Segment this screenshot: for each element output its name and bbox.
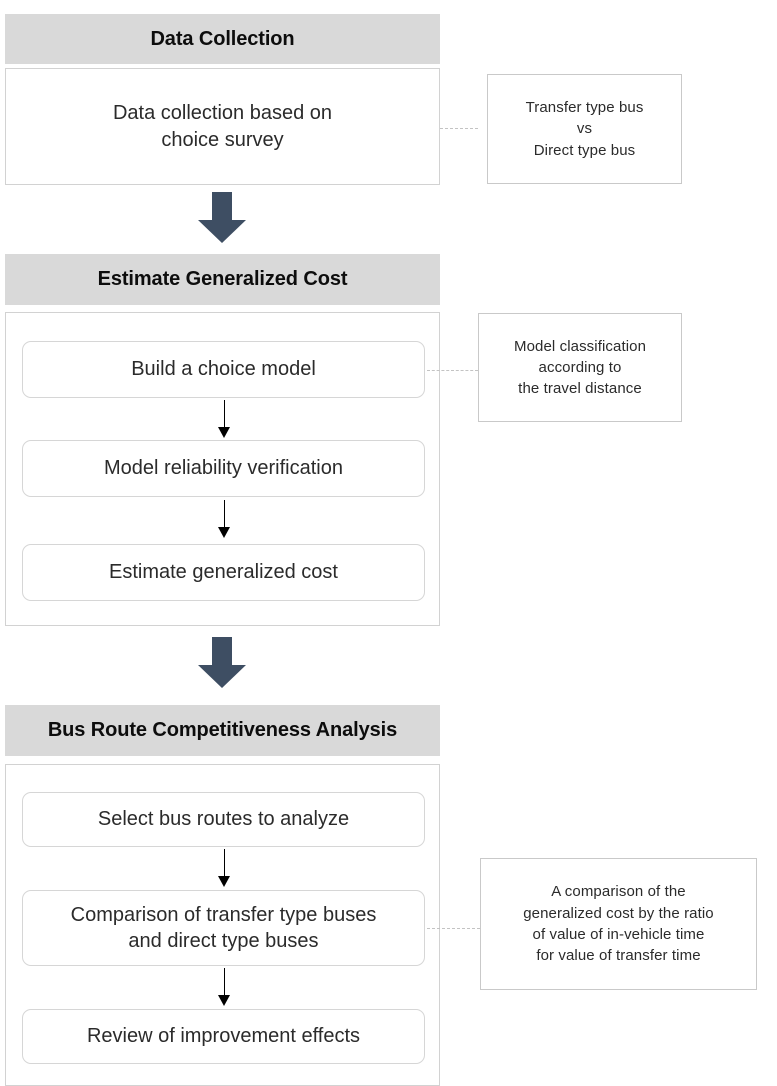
step-data-collection-survey: Data collection based on choice survey bbox=[5, 68, 440, 185]
note-generalized-cost-ratio: A comparison of the generalized cost by … bbox=[480, 858, 757, 990]
stage-header-label: Estimate Generalized Cost bbox=[97, 268, 348, 290]
note-bus-types: Transfer type bus vs Direct type bus bbox=[487, 74, 682, 184]
down-arrow-to-stage-3 bbox=[196, 637, 248, 689]
step-build-a-choice-model: Build a choice model bbox=[22, 341, 425, 398]
step-estimate-generalized-cost: Estimate generalized cost bbox=[22, 544, 425, 601]
step-model-reliability-verification: Model reliability verification bbox=[22, 440, 425, 497]
arrow-reliability-to-estimate bbox=[213, 500, 235, 538]
leader-comparison-note bbox=[427, 928, 480, 929]
arrow-build-to-reliability bbox=[213, 400, 235, 438]
leader-choice-model-note bbox=[427, 370, 478, 371]
step-select-bus-routes: Select bus routes to analyze bbox=[22, 792, 425, 847]
stage-header-label: Data Collection bbox=[150, 27, 295, 50]
stage-header-bus-route-competitiveness-analysis: Bus Route Competitiveness Analysis bbox=[5, 705, 440, 756]
stage-header-label: Bus Route Competitiveness Analysis bbox=[47, 719, 398, 741]
arrow-select-to-comparison bbox=[213, 849, 235, 887]
note-model-classification: Model classification according to the tr… bbox=[478, 313, 682, 422]
down-arrow-to-stage-2 bbox=[196, 192, 248, 244]
stage-header-data-collection: Data Collection bbox=[5, 14, 440, 64]
step-compare-bus-types: Comparison of transfer type buses and di… bbox=[22, 890, 425, 966]
arrow-comparison-to-review bbox=[213, 968, 235, 1006]
step-review-improvement-effects: Review of improvement effects bbox=[22, 1009, 425, 1064]
stage-header-estimate-generalized-cost: Estimate Generalized Cost bbox=[5, 254, 440, 305]
leader-data-collection-note bbox=[440, 128, 478, 129]
